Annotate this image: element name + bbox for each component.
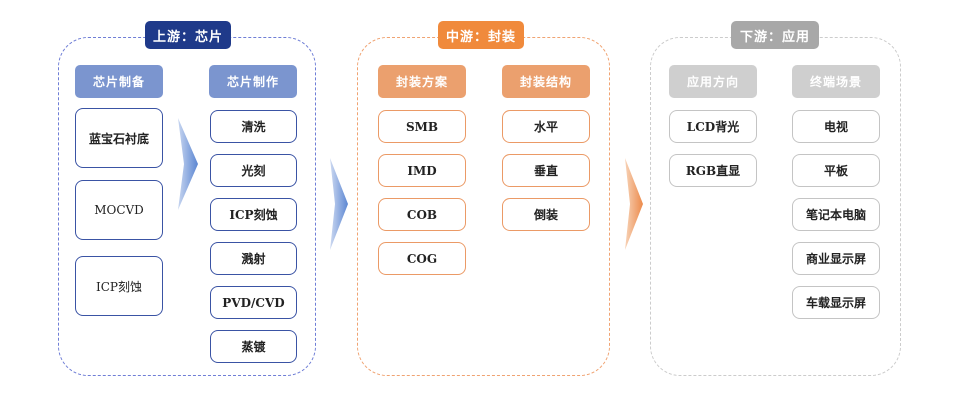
midstream-col1-item: COB (378, 198, 466, 231)
midstream-col1-item: SMB (378, 110, 466, 143)
upstream-col2-item: ICP刻蚀 (210, 198, 297, 231)
midstream-col2-item: 倒装 (502, 198, 590, 231)
downstream-col2-item: 商业显示屏 (792, 242, 880, 275)
upstream-col2-item: PVD/CVD (210, 286, 297, 319)
midstream-col1-header: 封装方案 (378, 65, 466, 98)
midstream-col2-item: 水平 (502, 110, 590, 143)
downstream-col2-item: 笔记本电脑 (792, 198, 880, 231)
upstream-col1-item: 蓝宝石衬底 (75, 108, 163, 168)
chevron-right-arrow-icon (625, 158, 643, 250)
chevron-right-arrow-icon (330, 158, 348, 250)
upstream-col2-header: 芯片制作 (209, 65, 297, 98)
upstream-col1-header: 芯片制备 (75, 65, 163, 98)
downstream-col1-item: RGB直显 (669, 154, 757, 187)
downstream-col2-item: 平板 (792, 154, 880, 187)
downstream-title: 下游：应用 (731, 21, 819, 49)
downstream-col2-header: 终端场景 (792, 65, 880, 98)
midstream-col2-header: 封装结构 (502, 65, 590, 98)
downstream-col1-header: 应用方向 (669, 65, 757, 98)
midstream-col1-item: COG (378, 242, 466, 275)
upstream-col2-item: 蒸镀 (210, 330, 297, 363)
chevron-right-arrow-icon (178, 118, 198, 210)
midstream-title: 中游：封装 (438, 21, 524, 49)
downstream-col2-item: 电视 (792, 110, 880, 143)
upstream-col2-item: 光刻 (210, 154, 297, 187)
upstream-col1-item: MOCVD (75, 180, 163, 240)
downstream-col2-item: 车载显示屏 (792, 286, 880, 319)
upstream-col2-item: 清洗 (210, 110, 297, 143)
midstream-col2-item: 垂直 (502, 154, 590, 187)
upstream-col1-item: ICP刻蚀 (75, 256, 163, 316)
upstream-title: 上游：芯片 (145, 21, 231, 49)
downstream-col1-item: LCD背光 (669, 110, 757, 143)
upstream-col2-item: 溅射 (210, 242, 297, 275)
midstream-col1-item: IMD (378, 154, 466, 187)
